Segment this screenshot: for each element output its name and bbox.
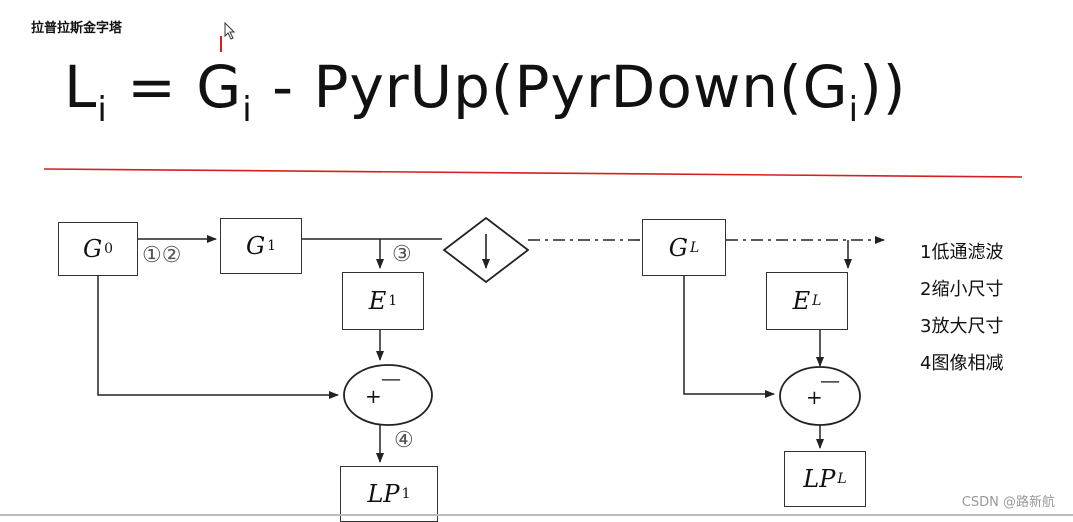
adder1-plus: + <box>365 384 382 408</box>
legend-item-2: 2缩小尺寸 <box>920 279 1004 300</box>
box-g1-main: G <box>245 232 266 260</box>
legend-item-3: 3放大尺寸 <box>920 316 1004 337</box>
formula-pyrup: PyrUp(PyrDown( <box>313 53 803 121</box>
step-marker-3: ③ <box>392 242 412 267</box>
legend: 1低通滤波 2缩小尺寸 3放大尺寸 4图像相减 <box>920 234 1003 382</box>
box-e1-sub: 1 <box>388 293 398 309</box>
formula-minus: - <box>252 53 314 121</box>
box-el-sub: L <box>812 293 822 309</box>
mouse-cursor-icon <box>224 22 236 40</box>
adder2-plus: + <box>806 385 823 409</box>
adder2-minus: — <box>820 368 840 392</box>
box-gl-sub: L <box>689 239 700 256</box>
formula-G2: G <box>802 53 849 121</box>
box-lp1-main: LP <box>367 480 400 508</box>
step-marker-12: ①② <box>142 243 182 268</box>
box-g0-main: G <box>82 235 103 263</box>
box-lp1-sub: 1 <box>401 486 411 502</box>
step-marker-4: ④ <box>394 428 414 453</box>
box-g0-sub: 0 <box>104 241 114 257</box>
adder1-minus: — <box>381 366 401 390</box>
box-lpl-main: LP <box>803 465 836 493</box>
legend-item-4: 4图像相减 <box>920 353 1004 374</box>
laplacian-formula: Li = Gi - PyrUp(PyrDown(Gi)) <box>64 58 906 127</box>
page-title: 拉普拉斯金字塔 <box>31 21 123 36</box>
formula-G: G <box>196 53 243 121</box>
watermark: CSDN @路新航 <box>961 495 1055 510</box>
box-lpl-sub: L <box>837 471 847 487</box>
box-gl-main: G <box>668 233 688 262</box>
formula-sub-i-2: i <box>242 90 253 130</box>
formula-sub-i: i <box>97 90 108 130</box>
box-e1-main: E <box>368 287 387 315</box>
formula-eq: = <box>107 53 197 121</box>
formula-close: )) <box>859 53 907 121</box>
bottom-divider <box>0 514 1073 516</box>
formula-L: L <box>64 53 98 121</box>
legend-item-1: 1低通滤波 <box>920 242 1004 263</box>
box-g1-sub: 1 <box>267 238 277 254</box>
formula-sub-i-3: i <box>848 90 860 130</box>
box-el-main: E <box>792 287 811 315</box>
